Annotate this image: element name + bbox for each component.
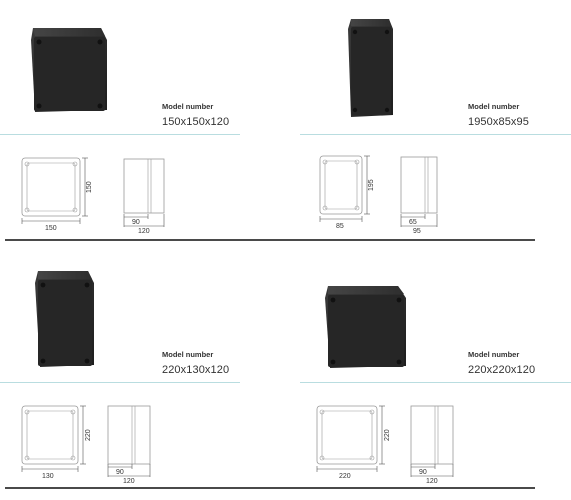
model-number-label: Model number [468,102,520,111]
front-width-label: 130 [42,473,54,480]
model-number-value: 150x150x120 [162,116,230,128]
front-width-label: 220 [339,473,351,480]
side-total-depth-label: 120 [138,228,150,235]
side-view-drawing: 90 120 [123,158,165,235]
enclosure-photo [325,286,406,368]
product-card-4: Model number 220x220x120 220 220 90 120 [285,250,571,495]
accent-divider [300,134,571,135]
accent-divider [0,134,240,135]
front-width-label: 150 [45,225,57,232]
side-inner-depth-label: 65 [409,219,417,226]
section-separator [5,487,535,489]
model-number-label: Model number [468,350,520,359]
enclosure-photo [348,19,393,117]
accent-divider [300,382,571,383]
front-view-drawing: 150 150 [21,157,93,232]
front-width-label: 85 [336,223,344,230]
front-height-label: 150 [86,181,93,193]
model-number-value: 220x220x120 [468,364,536,376]
model-number-value: 220x130x120 [162,364,230,376]
side-inner-depth-label: 90 [419,469,427,476]
side-inner-depth-label: 90 [116,469,124,476]
product-card-3: Model number 220x130x120 130 220 90 120 [0,250,285,495]
model-number-label: Model number [162,350,214,359]
model-number-label: Model number [162,102,214,111]
side-total-depth-label: 120 [123,478,135,484]
front-view-drawing: 85 195 [319,155,375,230]
front-height-label: 220 [384,429,391,441]
enclosure-photo [31,28,107,112]
side-view-drawing: 90 120 [107,405,151,484]
front-height-label: 195 [368,179,375,191]
product-card-1: Model number 150x150x120 150 150 90 120 [0,0,285,245]
product-card-2: Model number 1950x85x95 85 195 65 95 [285,0,571,245]
side-total-depth-label: 120 [426,478,438,484]
model-number-value: 1950x85x95 [468,116,529,128]
front-height-label: 220 [85,429,92,441]
accent-divider [0,382,240,383]
front-view-drawing: 220 220 [316,405,391,480]
side-view-drawing: 90 120 [410,405,454,484]
front-view-drawing: 130 220 [21,405,92,480]
enclosure-photo [35,271,94,367]
side-inner-depth-label: 90 [132,219,140,226]
side-total-depth-label: 95 [413,228,421,234]
section-separator [5,239,535,241]
side-view-drawing: 65 95 [400,156,438,234]
